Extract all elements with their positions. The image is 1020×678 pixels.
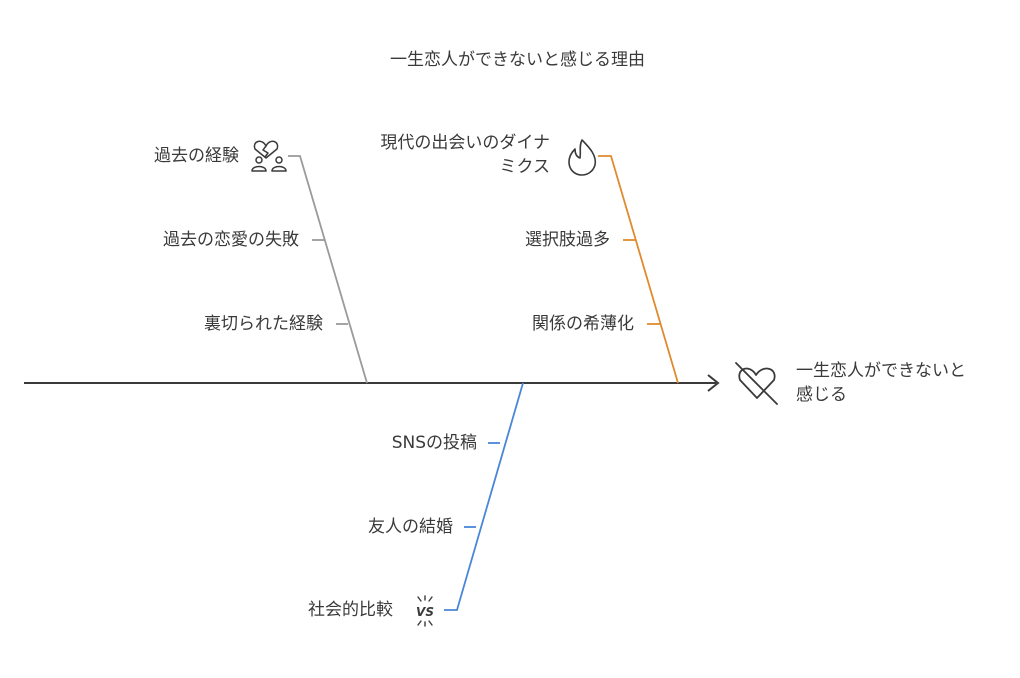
branch-head-social: 社会的比較 bbox=[308, 600, 393, 620]
vs-icon bbox=[417, 595, 433, 627]
cause-friends-marriage: 友人の結婚 bbox=[368, 517, 453, 537]
branch-head-past: 過去の経験 bbox=[154, 146, 239, 166]
cause-past-failures: 過去の恋愛の失敗 bbox=[163, 230, 299, 250]
vs-icon-label: VS bbox=[416, 605, 434, 619]
cause-too-many-choices: 選択肢過多 bbox=[525, 230, 610, 250]
branch-head-modern: 現代の出会いのダイナ ミクス bbox=[380, 131, 550, 179]
spine-arrowhead bbox=[707, 374, 720, 392]
cause-weak-relationships: 関係の希薄化 bbox=[532, 314, 634, 334]
branch-modern bbox=[598, 155, 679, 384]
effect-label-line2: 感じる bbox=[796, 385, 847, 405]
broken-heart-icon bbox=[735, 362, 778, 405]
branch-head-modern-line2: ミクス bbox=[499, 157, 551, 177]
effect-label-line1: 一生恋人ができないと bbox=[796, 361, 966, 381]
broken-heart-couple-icon bbox=[251, 140, 287, 172]
cause-betrayal: 裏切られた経験 bbox=[204, 314, 323, 334]
diagram-title: 一生恋人ができないと感じる理由 bbox=[390, 50, 645, 70]
branch-social bbox=[444, 382, 524, 611]
effect-label: 一生恋人ができないと 感じる bbox=[796, 359, 966, 407]
branch-head-modern-line1: 現代の出会いのダイナ bbox=[380, 133, 550, 153]
flame-icon bbox=[568, 139, 597, 176]
branch-past bbox=[288, 155, 368, 384]
cause-sns-posts: SNSの投稿 bbox=[391, 433, 477, 453]
